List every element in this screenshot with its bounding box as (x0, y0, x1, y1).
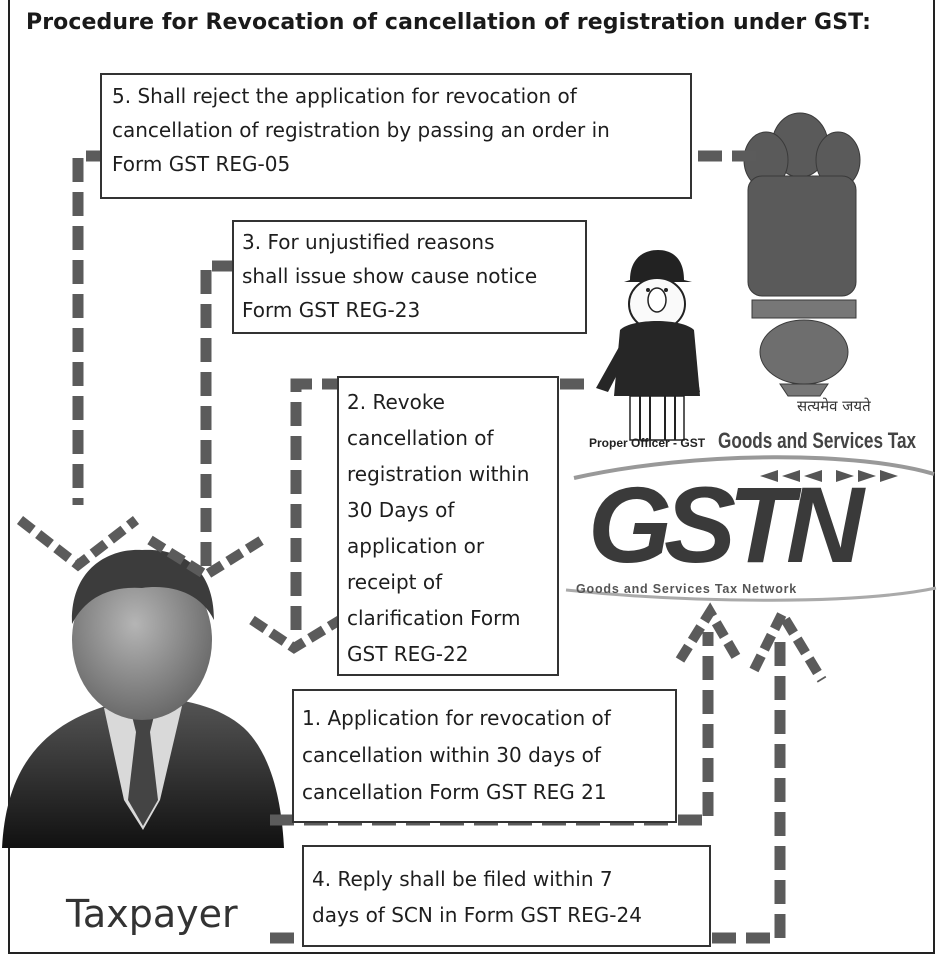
proper-officer-label: Proper Officer - GST (589, 436, 706, 450)
officer-bowler-hat (624, 250, 692, 282)
emblem-motto: सत्यमेव जयते (797, 397, 871, 415)
step-4-box: 4. Reply shall be filed within 7 days of… (302, 845, 711, 947)
step-1-line-2: cancellation within 30 days of (302, 743, 601, 767)
step-3-line-1: 3. For unjustified reasons (242, 230, 495, 254)
avatar-hair (71, 549, 214, 624)
step-4-line-1: 4. Reply shall be filed within 7 (312, 867, 613, 891)
step-5-box: 5. Shall reject the application for revo… (100, 73, 692, 199)
step-2-line-3: registration within (347, 462, 530, 486)
step-2-line-2: cancellation of (347, 426, 494, 450)
step-3-line-2: shall issue show cause notice (242, 264, 538, 288)
step-2-line-1: 2. Revoke (347, 390, 445, 414)
proper-officer-illustration (596, 250, 700, 441)
arrowhead-step-4 (749, 603, 827, 683)
step-5-line-2: cancellation of registration by passing … (112, 118, 610, 142)
step-2-line-5: application or (347, 534, 485, 558)
step-3-line-3: Form GST REG-23 (242, 298, 421, 322)
officer-nose (647, 287, 667, 313)
step-2-line-7: clarification Form (347, 606, 521, 630)
step-2-line-4: 30 Days of (347, 498, 455, 522)
step-3-box: 3. For unjustified reasons shall issue s… (232, 220, 587, 334)
gstn-logo-graphic (565, 455, 937, 602)
step-1-line-3: cancellation Form GST REG 21 (302, 780, 607, 804)
arrowhead-step-1 (675, 602, 743, 663)
step-2-box: 2. Revoke cancellation of registration w… (337, 376, 559, 676)
arrowhead-step-2 (249, 615, 343, 654)
diagram-title: Procedure for Revocation of cancellation… (26, 10, 871, 35)
step-2-line-8: GST REG-22 (347, 642, 469, 666)
taxpayer-label: Taxpayer (66, 892, 238, 936)
gstn-logo-text: GSTN (588, 464, 864, 585)
step-2-line-6: receipt of (347, 570, 443, 594)
step-1-line-1: 1. Application for revocation of (302, 706, 611, 730)
step-4-line-2: days of SCN in Form GST REG-24 (312, 903, 642, 927)
avatar-tie (128, 716, 158, 826)
diagram-frame (8, 0, 935, 954)
arrowheads (16, 516, 827, 683)
national-emblem (743, 112, 861, 397)
arrow-step-3 (200, 260, 236, 566)
arrow-step-2 (290, 378, 584, 640)
avatar-head (72, 560, 212, 720)
gstn-caption: Goods and Services Tax Network (576, 582, 798, 596)
step-1-box: 1. Application for revocation of cancell… (292, 689, 677, 823)
taxpayer-avatar (2, 549, 284, 848)
officer-jacket (614, 321, 700, 396)
goods-services-tax-label: Goods and Services Tax (718, 428, 917, 453)
step-5-line-1: 5. Shall reject the application for revo… (112, 84, 577, 108)
step-5-line-3: Form GST REG-05 (112, 152, 291, 176)
arrowhead-step-5 (16, 516, 140, 572)
